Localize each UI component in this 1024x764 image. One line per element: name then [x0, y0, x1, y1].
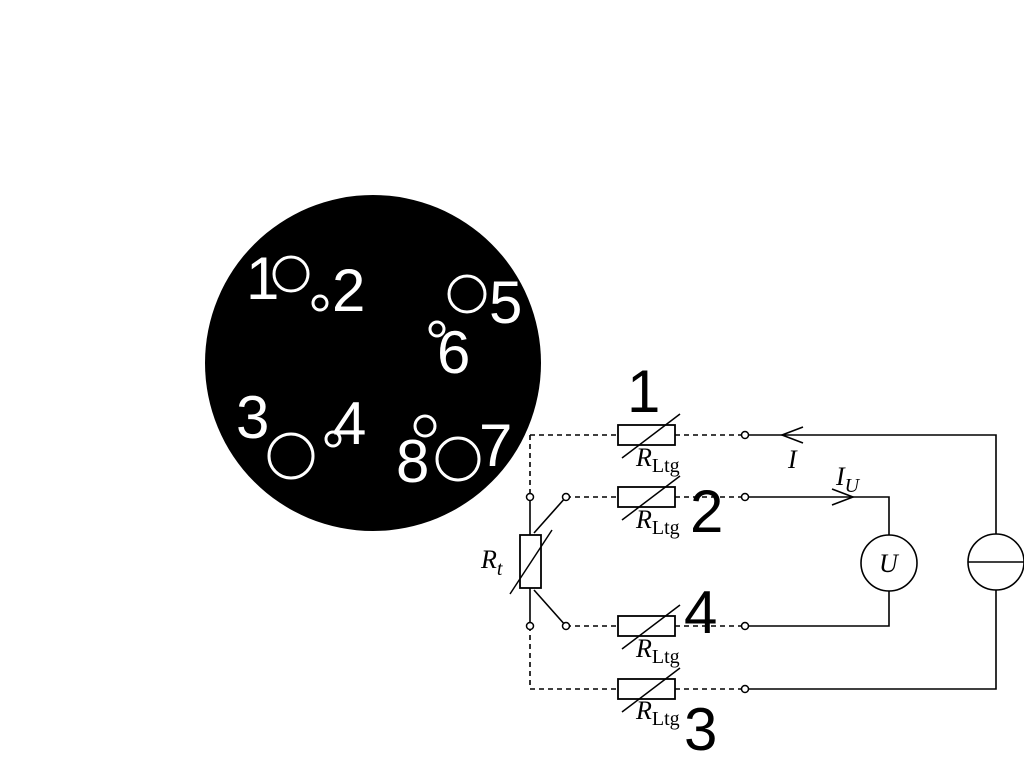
conductor-number-2: 2: [690, 478, 723, 545]
pin-number-7: 7: [479, 412, 512, 479]
line-resistor-label-2: RLtg: [635, 505, 680, 539]
pin-hole-5: [447, 274, 487, 314]
pin-hole-4: [324, 430, 342, 448]
pin-hole-3: [267, 432, 315, 480]
voltmeter-label: U: [879, 549, 900, 578]
voltage-loop-wire: [745, 496, 890, 627]
pin-number-4: 4: [333, 390, 366, 457]
line-resistor-label-4: RLtg: [635, 634, 680, 668]
sensor-node-lower-right: [561, 621, 571, 631]
sensor-node-lower-left: [525, 621, 535, 631]
pin-number-1: 1: [246, 245, 279, 312]
conductor-number-3: 3: [684, 696, 717, 763]
pin-number-2: 2: [332, 257, 365, 324]
pin-hole-8: [413, 414, 437, 438]
sensor-lower-diagonal: [533, 589, 567, 627]
connector-face: 1 2 3 4 5 6 7 8: [205, 195, 541, 531]
pin-number-6: 6: [437, 319, 470, 386]
pin-hole-1: [272, 255, 310, 293]
current-arrow: [779, 426, 804, 444]
current-label: I: [787, 445, 798, 474]
pin-number-8: 8: [396, 428, 429, 495]
line-resistor-3: [617, 667, 681, 713]
voltmeter: U: [860, 534, 918, 592]
current-source-icon: [967, 533, 1024, 591]
line-resistor-label-1: RLtg: [635, 443, 680, 477]
voltage-current-arrow: [831, 488, 856, 506]
sensor-label: Rt: [480, 545, 503, 580]
sensor-upper-diagonal: [533, 496, 567, 534]
conductor-number-1: 1: [627, 358, 660, 425]
sensor-resistor: [509, 529, 553, 595]
circuit: U 1 2 4 3 RLtg RLtg RLtg RLtg Rt I IU: [480, 358, 1024, 763]
terminal-node-4: [740, 621, 750, 631]
terminal-node-2: [740, 492, 750, 502]
current-loop-wire: [745, 434, 997, 690]
pin-hole-2: [311, 294, 329, 312]
line-resistor-2: [617, 475, 681, 521]
sensor-node-upper-right: [561, 492, 571, 502]
terminal-node-3: [740, 684, 750, 694]
voltage-current-label: IU: [835, 462, 861, 497]
pin-hole-6: [428, 320, 446, 338]
pin-number-5: 5: [489, 269, 522, 336]
line-resistor-1: [617, 413, 681, 459]
line-resistor-4: [617, 604, 681, 650]
line-resistor-label-3: RLtg: [635, 696, 680, 730]
terminal-node-1: [740, 430, 750, 440]
pin-hole-7: [435, 436, 481, 482]
conductor-number-4: 4: [684, 579, 717, 646]
pin-number-3: 3: [236, 384, 269, 451]
sensor-node-upper-left: [525, 492, 535, 502]
